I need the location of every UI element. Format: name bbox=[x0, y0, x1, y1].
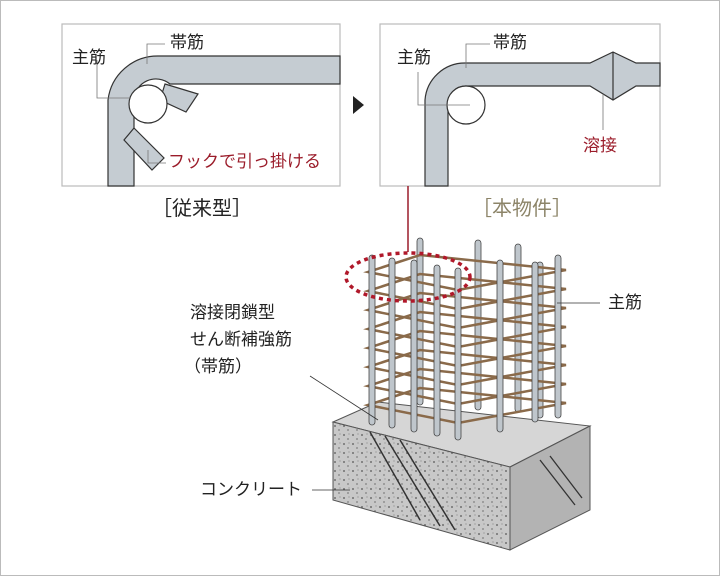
hoop-label: 帯筋 bbox=[493, 33, 527, 53]
hoop-ring bbox=[363, 329, 567, 368]
hoop-label: 帯筋 bbox=[170, 33, 204, 53]
concrete-base bbox=[331, 401, 592, 551]
hoop-description-line2: せん断補強筋 bbox=[190, 330, 292, 350]
highlight-ellipse bbox=[344, 251, 472, 303]
main-bar-front bbox=[433, 264, 441, 437]
conventional-caption: ［従来型］ bbox=[152, 196, 252, 220]
main-bar-back bbox=[514, 243, 522, 413]
hook-label: フックで引っ掛ける bbox=[168, 152, 321, 172]
hoop-ring bbox=[363, 386, 567, 425]
main-bar-front bbox=[554, 254, 562, 419]
hoop-ring bbox=[363, 367, 567, 406]
hoop-ring bbox=[363, 272, 567, 311]
main-bar-front bbox=[368, 254, 376, 426]
main-bar-label: 主筋 bbox=[397, 48, 431, 68]
column-main-bar-label: 主筋 bbox=[608, 293, 642, 313]
hoop-ring bbox=[363, 253, 567, 292]
main-bar-front bbox=[496, 259, 504, 433]
main-bar-front bbox=[388, 257, 396, 429]
main-bar-front bbox=[410, 259, 418, 433]
conventional-panel bbox=[61, 23, 341, 187]
weld-label: 溶接 bbox=[583, 136, 617, 156]
main-bar-circle bbox=[128, 84, 168, 124]
hoop-ring bbox=[363, 310, 567, 349]
main-bar-front bbox=[531, 261, 539, 423]
hoop-ring bbox=[363, 291, 567, 330]
this-property-caption: ［本物件］ bbox=[472, 196, 572, 220]
hook-end-lower bbox=[123, 127, 165, 171]
main-bar-front bbox=[454, 267, 462, 441]
concrete-label: コンクリート bbox=[200, 480, 302, 500]
rebar-cage bbox=[363, 237, 567, 441]
hoop-ring bbox=[363, 348, 567, 387]
arrow-right-icon bbox=[353, 96, 364, 114]
hoop-description-line3: （帯筋） bbox=[184, 357, 252, 377]
main-bar-label: 主筋 bbox=[72, 48, 106, 68]
hoop-description-line1: 溶接閉鎖型 bbox=[190, 303, 275, 323]
this-property-panel bbox=[379, 23, 661, 187]
